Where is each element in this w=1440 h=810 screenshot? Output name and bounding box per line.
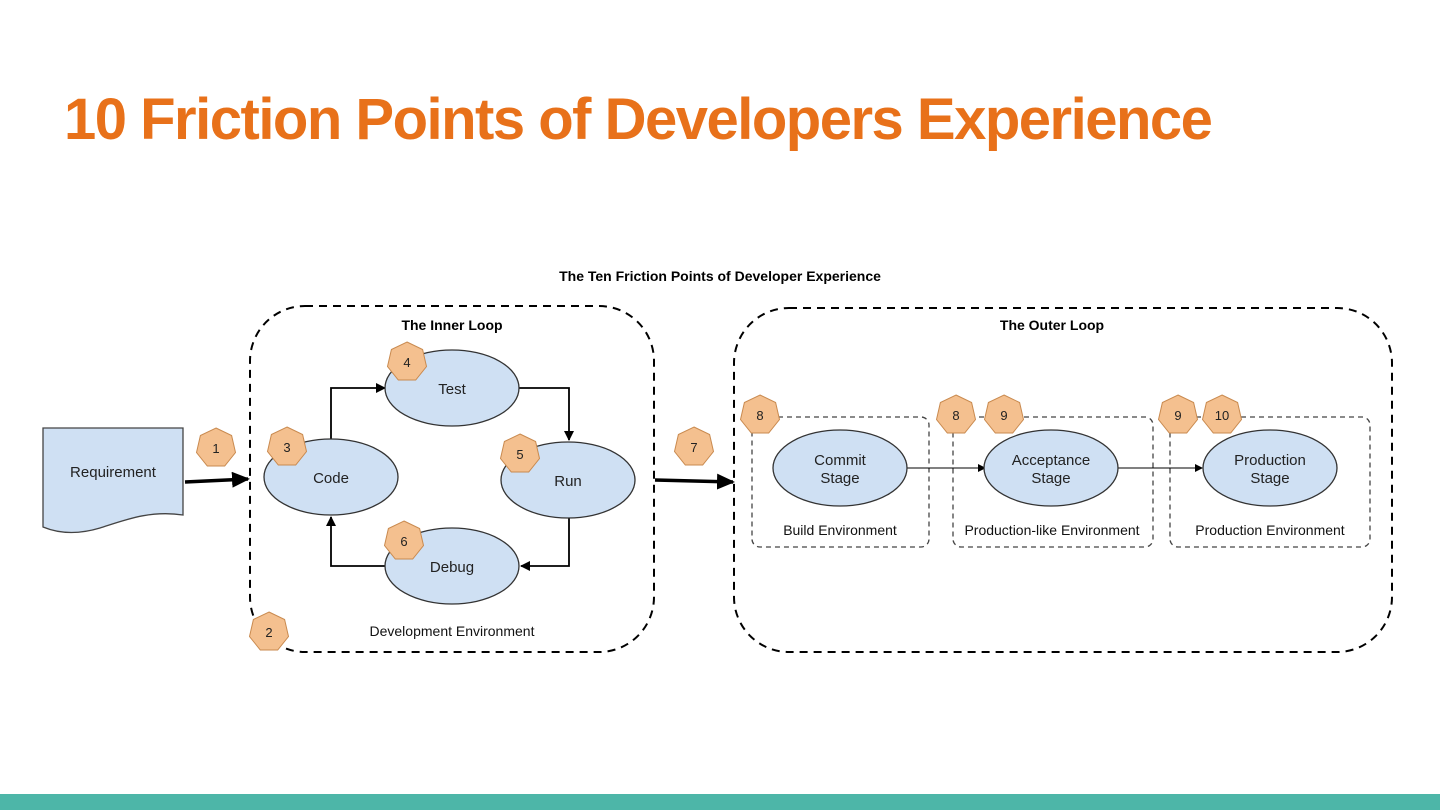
production-like-environment-box bbox=[952, 416, 1154, 548]
svg-text:9: 9 bbox=[1000, 408, 1007, 423]
badge-friction-point-2: 2 bbox=[248, 611, 290, 651]
requirement-label: Requirement bbox=[70, 464, 157, 481]
inner-to-outer-loop-arrow bbox=[654, 473, 735, 490]
badge-friction-point-8-build: 8 bbox=[739, 394, 781, 434]
acceptance-stage-label-line1: Acceptance bbox=[1012, 452, 1090, 469]
inner-loop-label: The Inner Loop bbox=[401, 317, 502, 333]
svg-text:5: 5 bbox=[516, 447, 523, 462]
badge-friction-point-4: 4 bbox=[386, 341, 428, 381]
svg-text:3: 3 bbox=[283, 440, 290, 455]
badge-friction-point-8-acceptance: 8 bbox=[935, 394, 977, 434]
footer-accent-bar bbox=[0, 794, 1440, 810]
production-like-environment-label: Production-like Environment bbox=[964, 522, 1139, 538]
badge-friction-point-6: 6 bbox=[383, 520, 425, 560]
acceptance-stage-node bbox=[983, 429, 1119, 507]
svg-text:6: 6 bbox=[400, 534, 407, 549]
code-to-test-arrow bbox=[330, 383, 386, 440]
diagram-title: The Ten Friction Points of Developer Exp… bbox=[559, 268, 881, 284]
production-stage-label-line2: Stage bbox=[1250, 470, 1289, 487]
production-environment-label: Production Environment bbox=[1195, 522, 1345, 538]
outer-loop-label: The Outer Loop bbox=[1000, 317, 1104, 333]
commit-stage-label-line2: Stage bbox=[820, 470, 859, 487]
badge-friction-point-10: 10 bbox=[1201, 394, 1243, 434]
production-stage-label-line1: Production bbox=[1234, 452, 1306, 469]
inner-loop-environment-label: Development Environment bbox=[370, 623, 535, 639]
acceptance-stage-label-line2: Stage bbox=[1031, 470, 1070, 487]
run-node-label: Run bbox=[554, 473, 582, 490]
badge-friction-point-9-acceptance: 9 bbox=[983, 394, 1025, 434]
svg-text:2: 2 bbox=[265, 625, 272, 640]
run-to-debug-arrow bbox=[520, 517, 570, 571]
svg-text:9: 9 bbox=[1174, 408, 1181, 423]
svg-text:8: 8 bbox=[952, 408, 959, 423]
test-node-label: Test bbox=[438, 381, 466, 398]
svg-text:1: 1 bbox=[212, 441, 219, 456]
build-environment-box bbox=[751, 416, 930, 548]
badge-friction-point-9-production: 9 bbox=[1157, 394, 1199, 434]
requirement-to-inner-loop-arrow bbox=[184, 471, 250, 488]
svg-text:10: 10 bbox=[1215, 408, 1229, 423]
badge-friction-point-5: 5 bbox=[499, 433, 541, 473]
production-environment-box bbox=[1169, 416, 1371, 548]
production-stage-node bbox=[1202, 429, 1338, 507]
inner-loop-container bbox=[249, 305, 655, 653]
commit-stage-label-line1: Commit bbox=[814, 452, 866, 469]
commit-stage-node bbox=[772, 429, 908, 507]
code-node-label: Code bbox=[313, 470, 349, 487]
badge-friction-point-1: 1 bbox=[195, 427, 237, 467]
debug-to-code-arrow bbox=[326, 516, 386, 567]
badge-friction-point-3: 3 bbox=[266, 426, 308, 466]
svg-text:4: 4 bbox=[403, 355, 410, 370]
test-to-run-arrow bbox=[519, 387, 574, 441]
debug-node-label: Debug bbox=[430, 559, 474, 576]
outer-loop-container bbox=[733, 307, 1393, 653]
svg-text:8: 8 bbox=[756, 408, 763, 423]
slide-title: 10 Friction Points of Developers Experie… bbox=[64, 87, 1213, 152]
requirement-document-shape bbox=[42, 427, 184, 534]
badge-friction-point-7: 7 bbox=[673, 426, 715, 466]
build-environment-label: Build Environment bbox=[783, 522, 897, 538]
svg-text:7: 7 bbox=[690, 440, 697, 455]
friction-points-diagram: The Ten Friction Points of Developer Exp… bbox=[42, 268, 1393, 653]
